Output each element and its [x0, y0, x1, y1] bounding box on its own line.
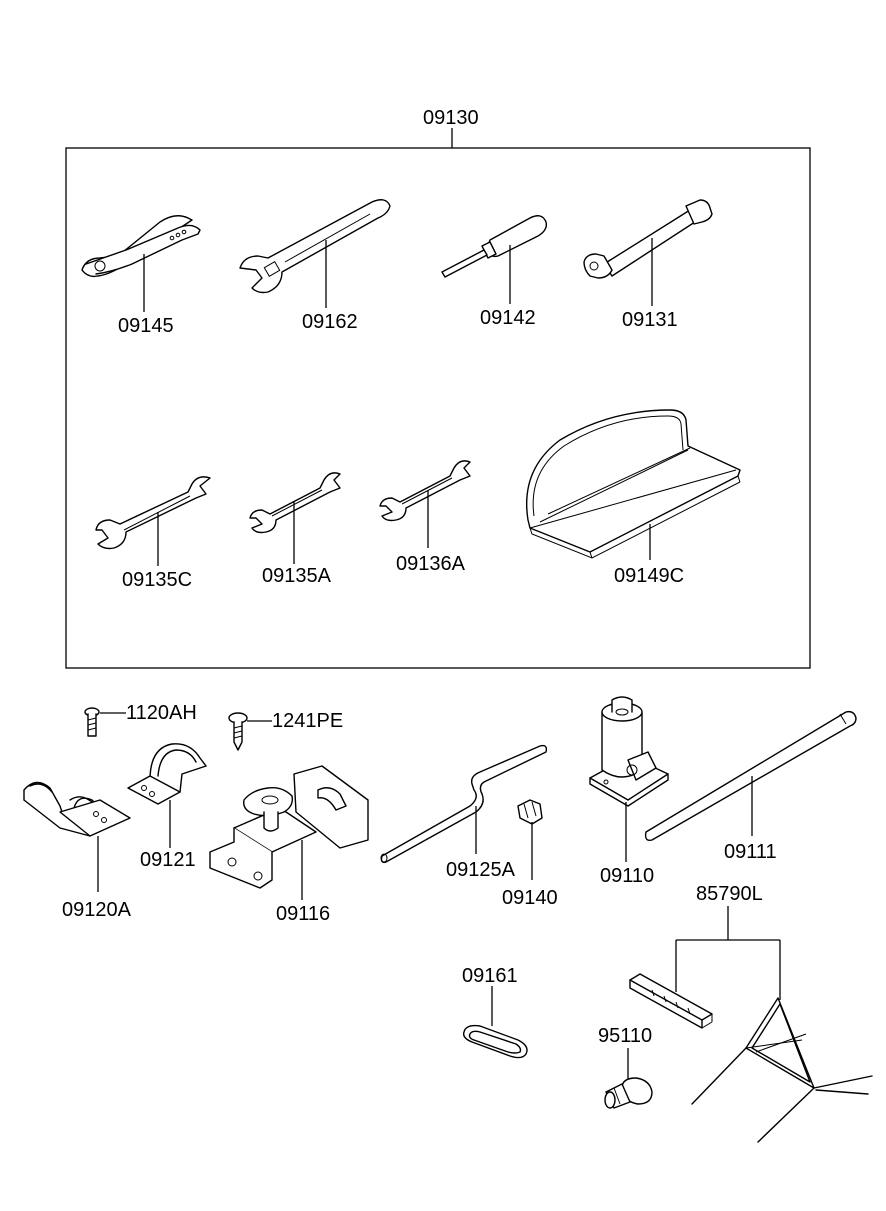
- jack-part: 09110: [589, 696, 669, 887]
- band-part: 09161: [462, 965, 528, 1059]
- tool-kit-group: 09130: [65, 107, 811, 669]
- screwdriver-part: 09142: [441, 215, 548, 329]
- label-95110: 95110: [598, 1025, 652, 1047]
- clamp-09120a-part: 09120A: [23, 781, 132, 921]
- jack-handle-part: 09125A: [380, 744, 548, 881]
- extension-bar-part: 09111: [644, 710, 857, 863]
- label-1120ah: 1120AH: [126, 702, 197, 724]
- label-09131: 09131: [622, 309, 678, 331]
- socket-wrench-part: 09131: [583, 199, 713, 331]
- label-09130: 09130: [423, 107, 479, 129]
- label-09121: 09121: [140, 849, 196, 871]
- screw-part: 1241PE: [228, 710, 343, 751]
- label-09145: 09145: [118, 315, 174, 337]
- label-09125a: 09125A: [446, 859, 516, 881]
- label-09161: 09161: [462, 965, 518, 987]
- label-09140: 09140: [502, 887, 558, 909]
- label-09135c: 09135C: [122, 569, 192, 591]
- label-09111: 09111: [724, 841, 777, 863]
- label-85790l: 85790L: [696, 883, 763, 905]
- label-09135a: 09135A: [262, 565, 332, 587]
- label-09120a: 09120A: [62, 899, 132, 921]
- label-1241pe: 1241PE: [272, 710, 343, 732]
- spanner-09135a-part: 09135A: [249, 472, 341, 587]
- bulb-part: 95110: [598, 1025, 653, 1109]
- tool-kit-box: [65, 147, 811, 669]
- spanner-09135c-part: 09135C: [95, 476, 211, 591]
- label-09116: 09116: [276, 903, 330, 925]
- label-09110: 09110: [600, 865, 654, 887]
- tool-tray-part: 09149C: [526, 409, 741, 587]
- pliers-part: 09145: [81, 215, 201, 337]
- clip-part: 09140: [502, 799, 558, 909]
- label-09149c: 09149C: [614, 565, 684, 587]
- bolt-part: 1120AH: [84, 702, 197, 737]
- adjustable-wrench-part: 09162: [239, 199, 391, 333]
- spanner-09136a-part: 09136A: [379, 460, 471, 575]
- jack-bracket-part: 09116: [209, 765, 369, 925]
- label-09136a: 09136A: [396, 553, 466, 575]
- clamp-09121-part: 09121: [127, 743, 207, 871]
- warning-triangle-group: 85790L: [629, 883, 873, 1143]
- label-09142: 09142: [480, 307, 536, 329]
- label-09162: 09162: [302, 311, 358, 333]
